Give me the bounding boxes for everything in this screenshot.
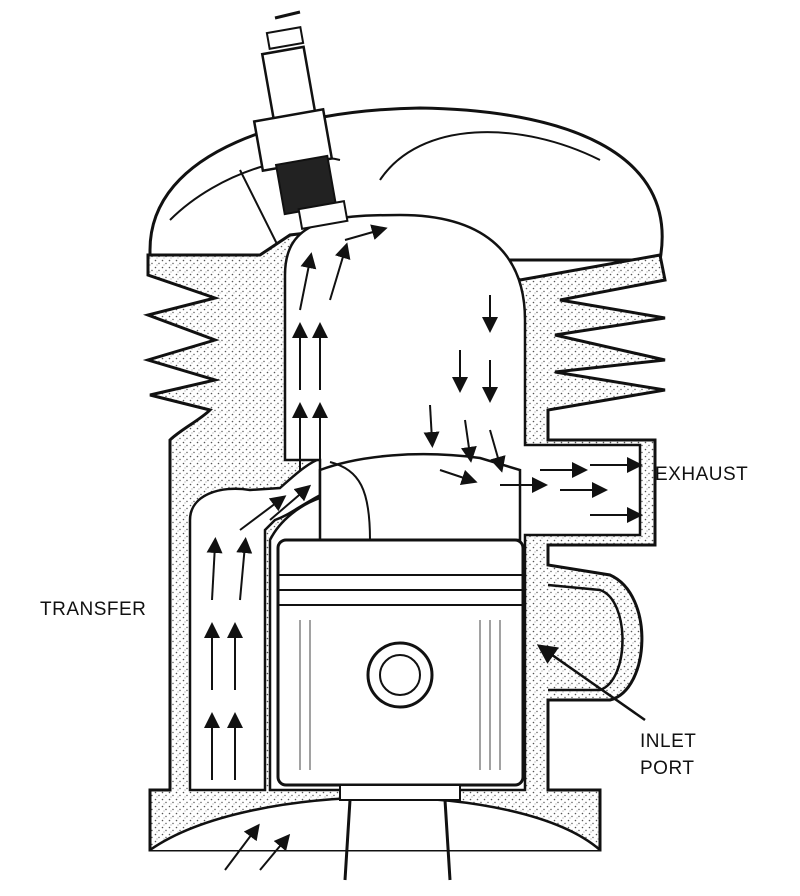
flow-arrows — [204, 224, 643, 871]
spark-plug — [252, 10, 349, 231]
inlet-label: INLET — [640, 731, 697, 752]
exhaust-label: EXHAUST — [655, 464, 749, 485]
piston — [276, 452, 525, 881]
port-label: PORT — [640, 758, 695, 779]
transfer-label: TRANSFER — [40, 599, 147, 620]
inlet-port-pointer — [536, 644, 646, 722]
